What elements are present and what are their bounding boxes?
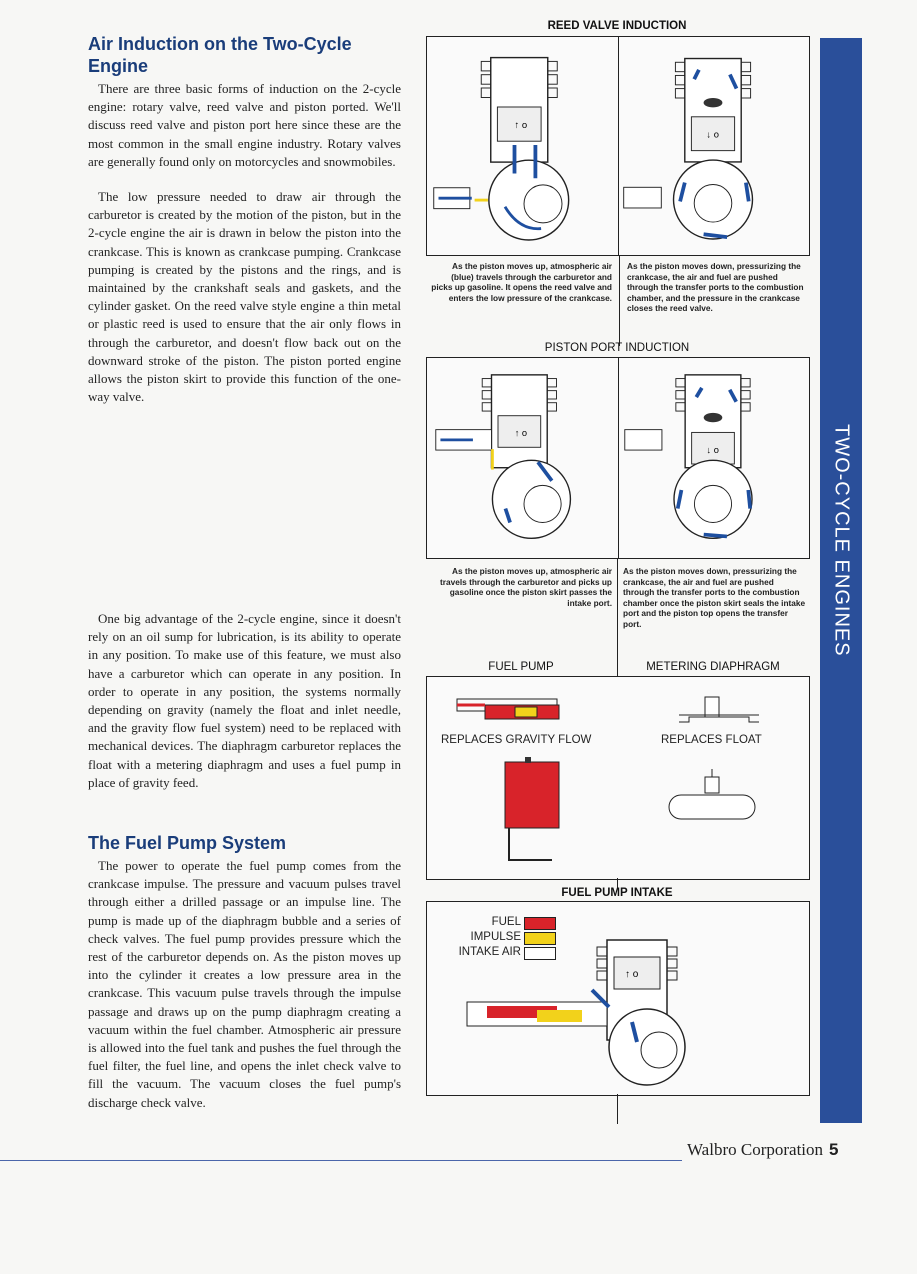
figure-reed-valve: ↑ o ↓ o (426, 36, 810, 256)
figure-fuel-pump-intake: FUEL IMPULSE INTAKE AIR ↑ o (426, 901, 810, 1096)
label-replaces-gravity-flow: REPLACES GRAVITY FLOW (441, 734, 592, 746)
body-paragraph: One big advantage of the 2-cycle engine,… (88, 611, 401, 790)
figure-title-fuel-pump-intake: FUEL PUMP INTAKE (561, 887, 673, 899)
figure-title-fuel-pump: FUEL PUMP (488, 661, 554, 673)
fuel-pump-diagram (456, 698, 560, 861)
figure-fuel-pump-metering: REPLACES GRAVITY FLOW REPLACES FLOAT (426, 676, 810, 880)
section-heading-air-induction: Air Induction on the Two-Cycle Engine (88, 34, 352, 76)
side-tab-label: TWO-CYCLE ENGINES (830, 423, 853, 657)
legend-swatch-intake-air (524, 947, 556, 960)
legend-swatch-impulse (524, 932, 556, 945)
figure-title-piston-port: PISTON PORT INDUCTION (544, 342, 690, 354)
side-tab (820, 38, 862, 1123)
svg-text:↑ o: ↑ o (625, 969, 639, 980)
page-number: 5 (829, 1140, 839, 1159)
body-paragraph: The power to operate the fuel pump comes… (88, 858, 401, 1110)
footer-company: Walbro Corporation (687, 1140, 824, 1159)
svg-text:↓ o: ↓ o (706, 128, 719, 139)
legend-impulse: IMPULSE (470, 931, 522, 943)
footer-rule (0, 1160, 682, 1161)
body-paragraph: There are three basic forms of induction… (88, 81, 401, 169)
legend-fuel: FUEL (491, 916, 521, 928)
footer: Walbro Corporation 5 (687, 1140, 839, 1160)
engine-diagram-down: ↓ o (624, 374, 753, 539)
caption-piston-right: As the piston moves down, pressurizing t… (623, 566, 806, 629)
fuel-pump-intake-diagram: ↑ o (466, 939, 686, 1086)
svg-text:↑ o: ↑ o (515, 120, 528, 131)
body-paragraph: The low pressure needed to draw air thro… (88, 189, 401, 405)
svg-text:↑ o: ↑ o (515, 428, 527, 438)
engine-diagram-up: ↑ o (433, 56, 570, 241)
caption-reed-right: As the piston moves down, pressurizing t… (627, 261, 804, 313)
legend-intake-air: INTAKE AIR (458, 946, 521, 958)
caption-piston-left: As the piston moves up, atmospheric air … (440, 566, 612, 608)
label-replaces-float: REPLACES FLOAT (661, 734, 762, 746)
section-heading-fuel-pump: The Fuel Pump System (88, 833, 287, 853)
legend-swatch-fuel (524, 917, 556, 930)
figure-title-metering: METERING DIAPHRAGM (646, 661, 780, 673)
engine-diagram-down: ↓ o (623, 57, 754, 240)
figure-piston-port: ↑ o ↓ o (426, 357, 810, 559)
engine-diagram-up: ↑ o (435, 374, 572, 539)
caption-reed-left: As the piston moves up, atmospheric air … (431, 261, 612, 303)
figure-title-reed: REED VALVE INDUCTION (547, 20, 687, 32)
metering-diaphragm-diagram (668, 696, 759, 820)
svg-text:↓ o: ↓ o (707, 445, 719, 455)
